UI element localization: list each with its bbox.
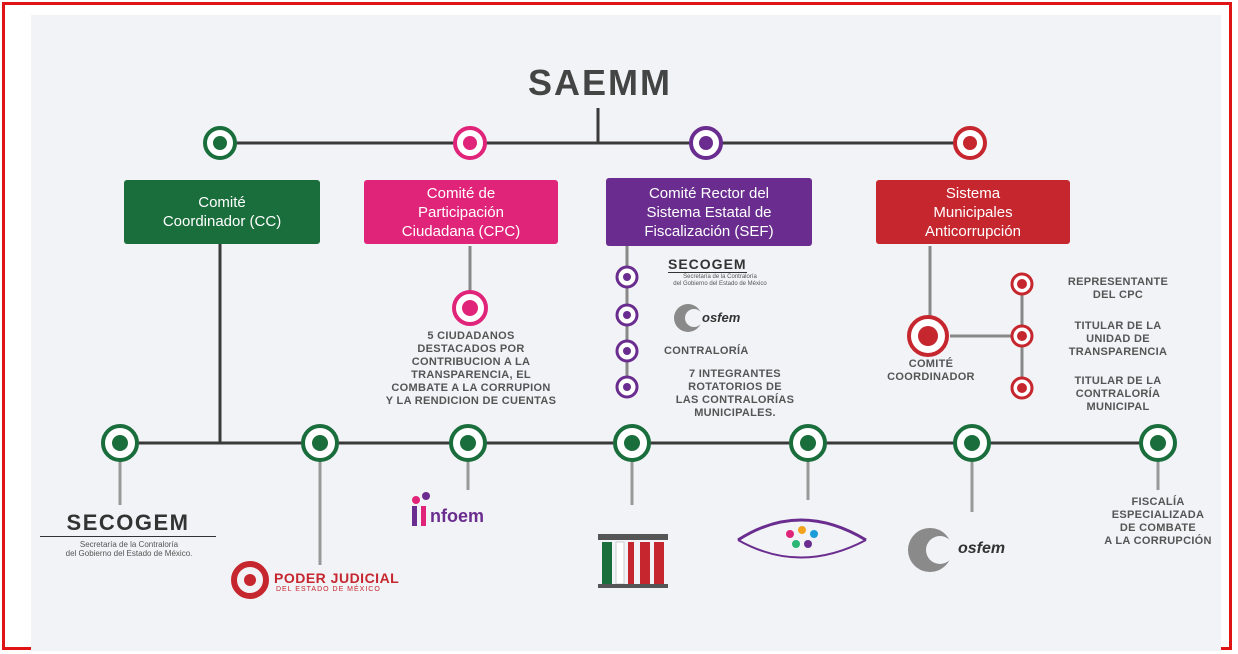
node-sef-contraloria xyxy=(615,339,639,363)
box-sma-line-2: Municipales xyxy=(933,203,1013,221)
sef-osfem-label: osfem xyxy=(702,310,741,325)
node-sma-contraloria xyxy=(1010,376,1034,400)
fiscalia-label: FISCALÍA ESPECIALIZADA DE COMBATE A LA C… xyxy=(1104,496,1212,547)
node-sef-osfem xyxy=(615,303,639,327)
sma-contraloria-label: TITULAR DE LA CONTRALORÍA MUNICIPAL xyxy=(1074,375,1162,413)
node-cpc-citizens xyxy=(452,290,488,326)
box-cpc-line-1: Comité de xyxy=(426,184,496,202)
diagram-title: SAEMM xyxy=(528,62,672,103)
box-cpc-line-3: Ciudadana (CPC) xyxy=(401,222,521,240)
sef-contraloria-label: CONTRALORÍA xyxy=(664,345,749,357)
node-sma-comite xyxy=(907,315,949,357)
sma-representante-label: REPRESENTANTE DEL CPC xyxy=(1067,276,1169,301)
box-sma: Sistema Municipales Anticorrupción xyxy=(876,180,1070,244)
box-cc-line-1: Comité xyxy=(198,194,246,211)
sef-secogem-label: SECOGEM xyxy=(668,256,747,273)
eye-logo xyxy=(737,518,867,559)
box-cc-line-2: Coordinador (CC) xyxy=(162,213,282,230)
tribunal-logo xyxy=(598,534,668,588)
node-sef-secogem xyxy=(615,265,639,289)
node-bottom-fiscalia xyxy=(1139,424,1177,462)
poder-judicial-label: PODER JUDICIAL xyxy=(274,570,400,586)
node-cpc xyxy=(453,126,487,160)
cpc-description: 5 CIUDADANOS DESTACADOS POR CONTRIBUCION… xyxy=(385,330,557,407)
box-comite-coordinador: Comité Coordinador (CC) xyxy=(124,180,320,244)
sma-transparencia-label: TITULAR DE LA UNIDAD DE TRANSPARENCIA xyxy=(1068,320,1168,358)
box-sma-line-1: Sistema xyxy=(945,184,1001,202)
bottom-osfem-label: osfem xyxy=(958,540,1006,557)
node-bottom-osfem xyxy=(953,424,991,462)
box-sef-line-1: Comité Rector del xyxy=(648,184,770,202)
poder-judicial-logo xyxy=(231,561,269,599)
box-sef: Comité Rector del Sistema Estatal de Fis… xyxy=(606,178,812,246)
bottom-secogem-label: SECOGEM xyxy=(40,510,216,537)
node-sma-transparencia xyxy=(1010,324,1034,348)
node-bottom-poder-judicial xyxy=(301,424,339,462)
node-sma xyxy=(953,126,987,160)
node-bottom-infoem xyxy=(449,424,487,462)
node-bottom-eye xyxy=(789,424,827,462)
box-sma-line-3: Anticorrupción xyxy=(925,222,1021,240)
sma-comite-label: COMITÉ COORDINADOR xyxy=(887,358,975,383)
node-cc xyxy=(203,126,237,160)
box-cpc-line-2: Participación xyxy=(418,203,504,221)
infoem-label: nfoem xyxy=(430,506,484,526)
osfem-logo-bottom xyxy=(908,528,954,572)
node-sma-representante xyxy=(1010,272,1034,296)
node-sef xyxy=(689,126,723,160)
node-bottom-tribunal xyxy=(613,424,651,462)
osfem-logo-sef xyxy=(674,304,703,332)
bottom-secogem-sub: Secretaría de la Contraloría del Gobiern… xyxy=(65,540,193,558)
node-sef-integrantes xyxy=(615,375,639,399)
box-cpc: Comité de Participación Ciudadana (CPC) xyxy=(364,180,558,244)
sef-integrantes-label: 7 INTEGRANTES ROTATORIOS DE LAS CONTRALO… xyxy=(675,368,795,419)
box-sef-line-3: Fiscalización (SEF) xyxy=(644,222,774,240)
poder-judicial-sub: DEL ESTADO DE MÉXICO xyxy=(276,586,381,593)
box-sef-line-2: Sistema Estatal de xyxy=(646,203,772,221)
sef-secogem-sub: Secretaría de la Contraloría del Gobiern… xyxy=(673,274,767,287)
node-bottom-secogem xyxy=(101,424,139,462)
infoem-logo-mark xyxy=(412,492,430,526)
